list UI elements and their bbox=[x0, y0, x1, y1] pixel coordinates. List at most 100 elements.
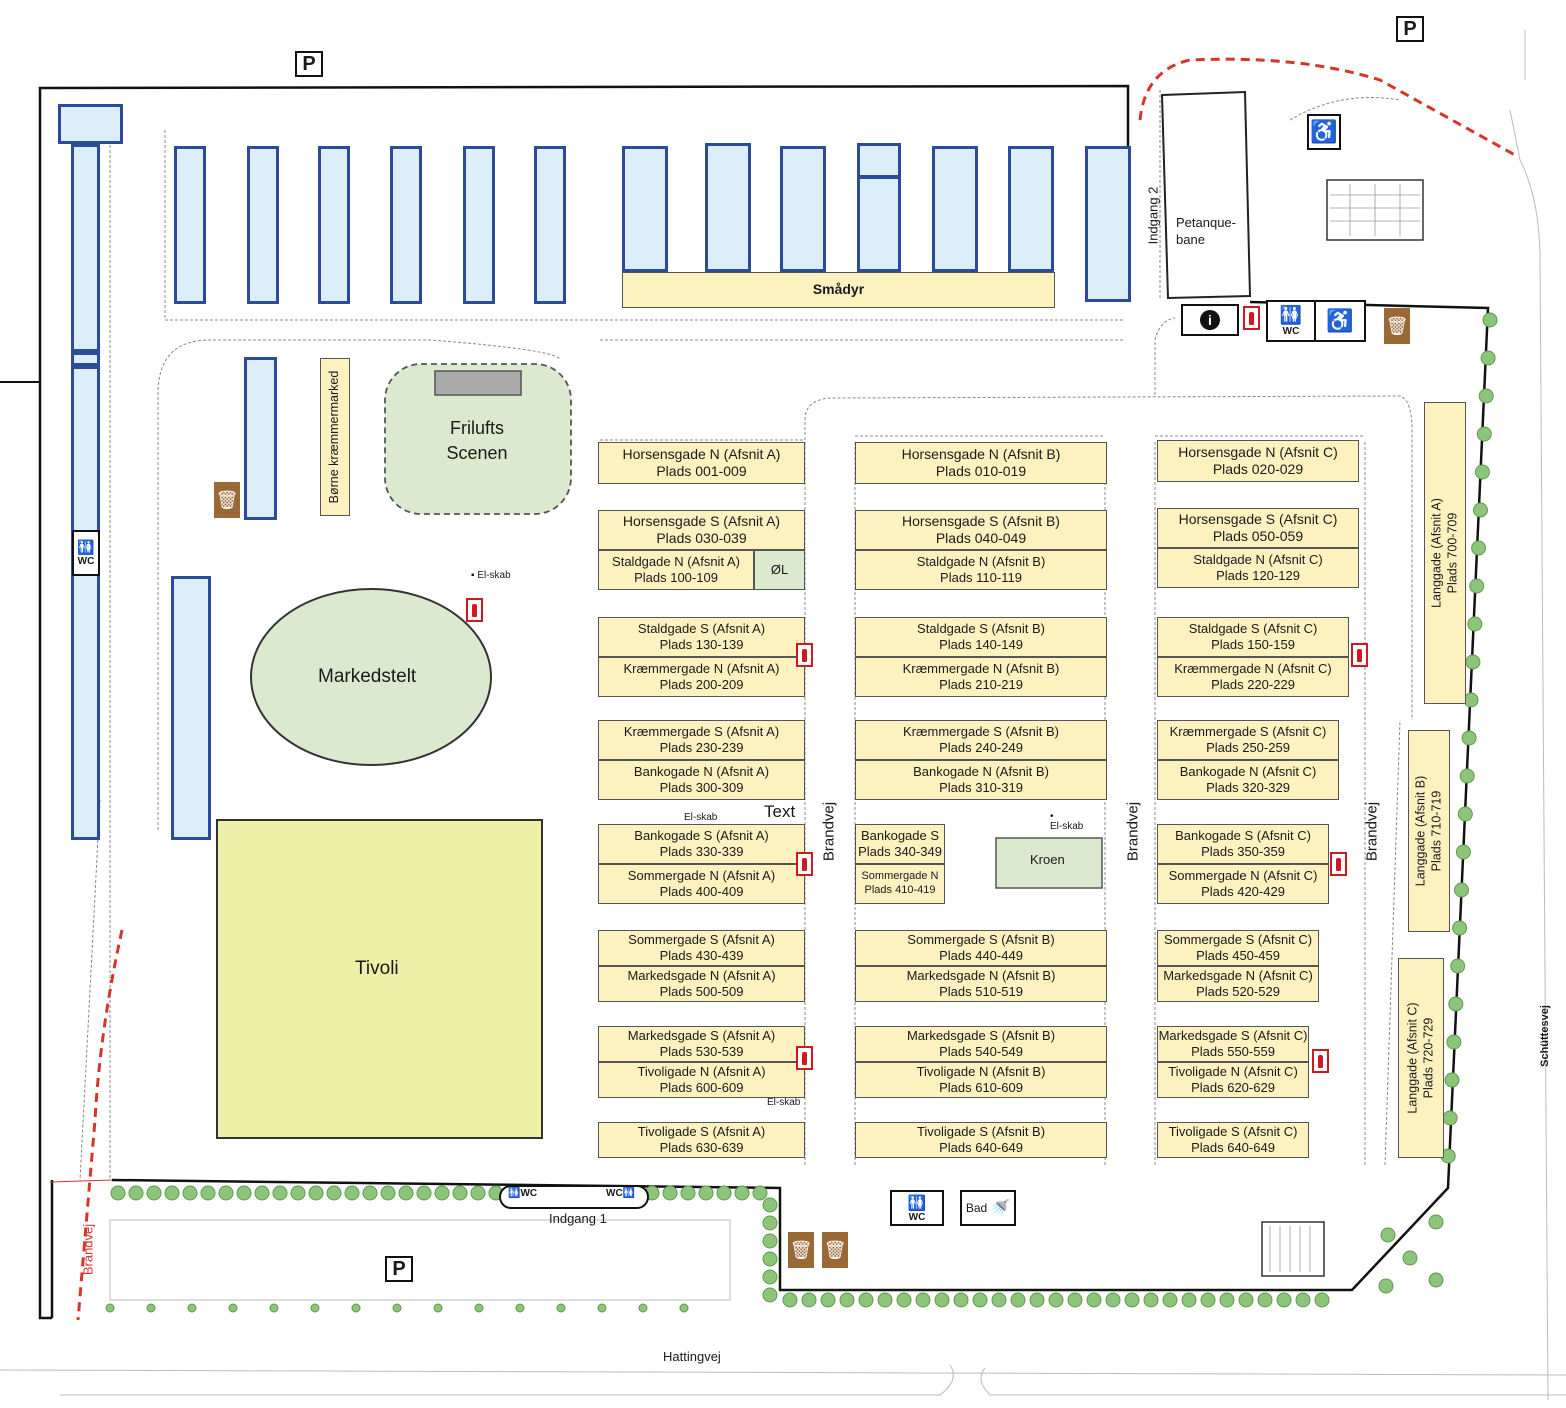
tree-icon bbox=[470, 1185, 486, 1201]
tree-icon bbox=[1454, 882, 1469, 898]
tree-row bbox=[105, 312, 1498, 1313]
petanque-court bbox=[1160, 90, 1252, 300]
tree-icon bbox=[1010, 1292, 1026, 1308]
tree-icon bbox=[344, 1185, 360, 1201]
stall-langgade-b: Langgade (Afsnit B)Plads 710-719 bbox=[1408, 730, 1450, 932]
stall-b13: Tivoligade N (Afsnit B)Plads 610-609 bbox=[855, 1062, 1107, 1098]
stall-c9: Sommergade N (Afsnit C)Plads 420-429 bbox=[1157, 864, 1329, 904]
tree-icon bbox=[398, 1185, 414, 1201]
stall-c5: Kræmmergade N (Afsnit C)Plads 220-229 bbox=[1157, 657, 1349, 697]
frilufts-label: Frilufts Scenen bbox=[446, 418, 508, 463]
stall-b2: Horsensgade S (Afsnit B)Plads 040-049 bbox=[855, 510, 1107, 550]
blue-stall-row bbox=[780, 146, 826, 272]
blue-stall-row bbox=[857, 143, 901, 178]
stall-a14: Tivoligade S (Afsnit A)Plads 630-639 bbox=[598, 1122, 805, 1158]
frilufts-scene-area bbox=[384, 363, 572, 515]
parking-pad bbox=[1261, 1221, 1325, 1277]
fire-extinguisher-icon bbox=[1243, 306, 1260, 330]
tree-icon bbox=[1446, 1034, 1462, 1050]
blue-stall-row bbox=[247, 146, 279, 304]
el-skab-label: El-skab bbox=[767, 1097, 801, 1108]
tree-icon bbox=[680, 1185, 696, 1201]
stall-b10: Sommergade S (Afsnit B)Plads 440-449 bbox=[855, 930, 1107, 966]
tree-icon bbox=[972, 1292, 988, 1308]
tree-icon bbox=[896, 1292, 912, 1308]
stall-b4: Staldgade S (Afsnit B)Plads 140-149 bbox=[855, 617, 1107, 657]
stall-b6: Kræmmergade S (Afsnit B)Plads 240-249 bbox=[855, 720, 1107, 760]
tree-icon bbox=[326, 1185, 342, 1201]
wc-icon: 🚻 WC bbox=[1266, 300, 1316, 342]
tree-icon bbox=[1029, 1292, 1045, 1308]
stage-block bbox=[434, 370, 522, 396]
tree-icon bbox=[953, 1292, 969, 1308]
tree-icon bbox=[1181, 1292, 1197, 1308]
tree-icon bbox=[762, 1269, 778, 1285]
tree-icon bbox=[254, 1185, 270, 1201]
tree-icon bbox=[698, 1185, 714, 1201]
tree-icon bbox=[597, 1303, 607, 1313]
stall-a9: Sommergade N (Afsnit A)Plads 400-409 bbox=[598, 864, 805, 904]
markedstelt-label: Markedstelt bbox=[318, 666, 417, 687]
stall-a4: Staldgade S (Afsnit A)Plads 130-139 bbox=[598, 617, 805, 657]
parking-icon: P bbox=[1396, 16, 1424, 42]
site-boundary-east bbox=[111, 300, 1490, 1292]
tree-icon bbox=[434, 1185, 450, 1201]
el-skab-label: ▪ El-skab bbox=[471, 570, 511, 581]
parking-pad bbox=[1326, 179, 1424, 241]
stall-b3: Staldgade N (Afsnit B)Plads 110-119 bbox=[855, 550, 1107, 590]
kroen-label: Kroen bbox=[1030, 852, 1065, 867]
tree-icon bbox=[1314, 1292, 1330, 1308]
blue-stall-row bbox=[244, 357, 277, 520]
tree-icon bbox=[146, 1185, 162, 1201]
info-icon: i bbox=[1181, 304, 1239, 336]
tree-icon bbox=[1105, 1292, 1121, 1308]
tree-icon bbox=[1219, 1292, 1235, 1308]
tree-icon bbox=[1295, 1292, 1311, 1308]
tree-icon bbox=[433, 1303, 443, 1313]
tree-icon bbox=[182, 1185, 198, 1201]
tree-icon bbox=[1048, 1292, 1064, 1308]
parking-icon: P bbox=[385, 1256, 413, 1282]
info-glyph-icon: i bbox=[1200, 310, 1220, 330]
tree-icon bbox=[1238, 1292, 1254, 1308]
toilet-people-icon: 🚻 bbox=[1279, 305, 1303, 325]
tree-icon bbox=[290, 1185, 306, 1201]
tree-icon bbox=[308, 1185, 324, 1201]
blue-stall-row bbox=[857, 176, 901, 272]
tree-icon bbox=[1461, 730, 1477, 746]
tree-icon bbox=[820, 1292, 836, 1308]
schuttesvej-label: Schüttesvej bbox=[1539, 1005, 1551, 1067]
tree-icon bbox=[218, 1185, 234, 1201]
tree-icon bbox=[991, 1292, 1007, 1308]
toilet-people-icon: 🚻 bbox=[907, 1194, 927, 1212]
tree-icon bbox=[1463, 692, 1479, 708]
tree-icon bbox=[1276, 1292, 1292, 1308]
tree-icon bbox=[1474, 464, 1490, 480]
stall-a11: Markedsgade N (Afsnit A)Plads 500-509 bbox=[598, 966, 805, 1002]
brandvej-label: Brandvej bbox=[1124, 801, 1142, 862]
stall-b1: Horsensgade N (Afsnit B)Plads 010-019 bbox=[855, 442, 1107, 484]
brandvej-label: Brandvej bbox=[1363, 801, 1381, 862]
stall-c12: Markedsgade S (Afsnit C)Plads 550-559 bbox=[1157, 1026, 1309, 1062]
entrance-wc-left: 🚻WC bbox=[508, 1188, 538, 1199]
tree-icon bbox=[877, 1292, 893, 1308]
stall-c11: Markedsgade N (Afsnit C)Plads 520-529 bbox=[1157, 966, 1319, 1002]
blue-stall-row bbox=[705, 143, 751, 272]
stall-a8: Bankogade S (Afsnit A)Plads 330-339 bbox=[598, 824, 805, 864]
tree-icon bbox=[1480, 350, 1496, 366]
tree-icon bbox=[782, 1292, 798, 1308]
tree-icon bbox=[734, 1185, 750, 1201]
trash-bin-icon: 🗑 bbox=[1384, 308, 1410, 344]
tree-icon bbox=[752, 1185, 768, 1201]
tree-icon bbox=[839, 1292, 855, 1308]
tree-icon bbox=[1473, 502, 1488, 518]
fire-extinguisher-icon bbox=[796, 852, 813, 876]
blue-stall-row bbox=[1008, 146, 1054, 272]
tree-icon bbox=[1428, 1272, 1444, 1288]
markedstelt-tent bbox=[250, 588, 492, 766]
borne-label: Børne kræmmermarked bbox=[327, 370, 342, 504]
tree-icon bbox=[638, 1303, 648, 1313]
stall-c6: Kræmmergade S (Afsnit C)Plads 250-259 bbox=[1157, 720, 1339, 760]
stall-a2: Horsensgade S (Afsnit A)Plads 030-039 bbox=[598, 510, 805, 550]
